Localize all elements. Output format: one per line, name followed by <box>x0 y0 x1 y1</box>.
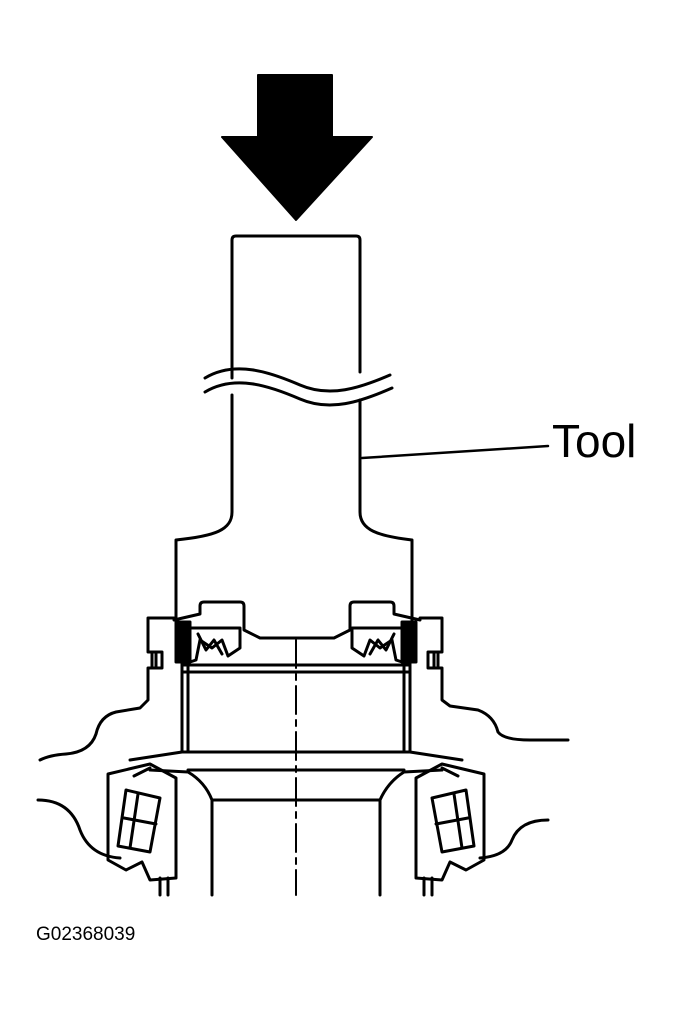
left-roller-bearing <box>106 762 178 897</box>
tool-leader-line <box>360 444 550 460</box>
figure-code: G02368039 <box>36 924 136 945</box>
down-arrow-icon <box>221 74 373 221</box>
oil-seal <box>172 600 422 664</box>
tool-label: Tool <box>552 415 637 467</box>
right-roller-bearing <box>414 762 486 897</box>
axle-housing <box>36 616 570 860</box>
tool-shaft <box>174 234 414 754</box>
